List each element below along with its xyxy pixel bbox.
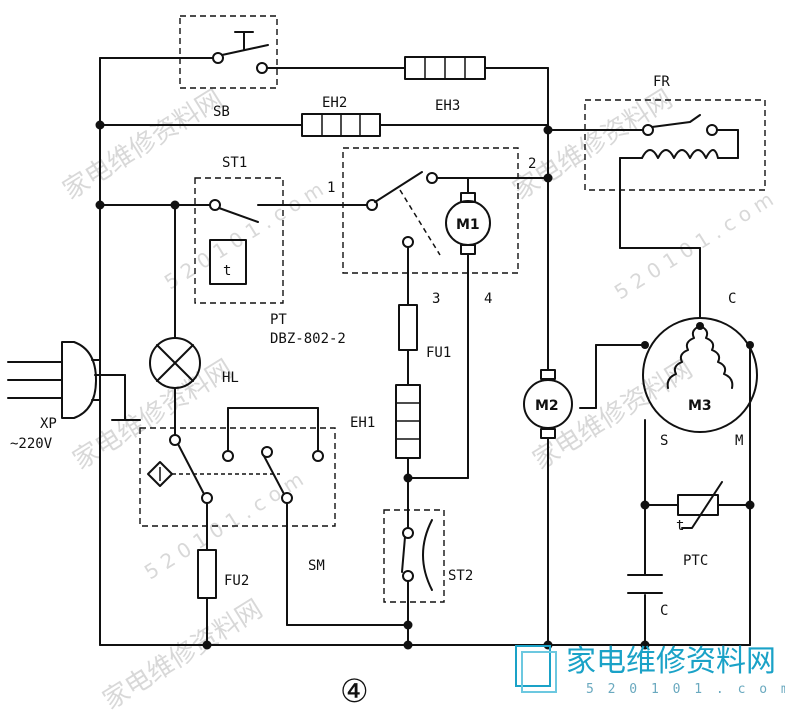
watermark-text-5: 家电维修资料网 bbox=[98, 594, 268, 716]
hl-lamp bbox=[149, 337, 201, 389]
ptc-label: PTC bbox=[683, 553, 708, 569]
pt-label: PT bbox=[270, 312, 287, 328]
timer-enclosure bbox=[342, 147, 519, 274]
st2-thermostat bbox=[401, 519, 433, 591]
logo-text: 家电维修资料网 bbox=[566, 644, 776, 679]
enclosures bbox=[139, 15, 766, 603]
fu1-label: FU1 bbox=[426, 345, 451, 361]
timer-switch bbox=[366, 171, 441, 256]
m1-label: M1 bbox=[456, 217, 480, 233]
fr-label: FR bbox=[653, 74, 670, 90]
st2-label: ST2 bbox=[448, 568, 473, 584]
eh3-label: EH3 bbox=[435, 98, 460, 114]
watermark: 家电维修资料网 家电维修资料网 家电维修资料网 家电维修资料网 家电维修资料网 … bbox=[58, 84, 778, 716]
sm-switch bbox=[147, 434, 324, 504]
m3-label: M3 bbox=[688, 398, 712, 414]
fu2-label: FU2 bbox=[224, 573, 249, 589]
watermark-text-4: 家电维修资料网 bbox=[528, 354, 698, 476]
watermark-text-1: 家电维修资料网 bbox=[58, 84, 228, 206]
sb-switch bbox=[212, 31, 269, 74]
fu1-fuse bbox=[398, 304, 418, 351]
st1-timer-glyph: t bbox=[223, 263, 231, 279]
eh2-label: EH2 bbox=[322, 95, 347, 111]
xp-plug bbox=[7, 341, 97, 419]
sb-enclosure bbox=[179, 15, 278, 89]
hl-label: HL bbox=[222, 370, 239, 386]
c-top-label: C bbox=[728, 291, 736, 307]
capacitor bbox=[627, 574, 663, 594]
m2-label: M2 bbox=[535, 398, 559, 414]
sm-enclosure bbox=[139, 427, 336, 527]
node-1-label: 1 bbox=[327, 180, 335, 196]
logo-url: 5 2 0 1 0 1 . c o m bbox=[586, 682, 785, 697]
node-2-label: 2 bbox=[528, 156, 536, 172]
eh3-heater bbox=[404, 56, 486, 80]
eh2-heater bbox=[301, 113, 381, 137]
c-cap-label: C bbox=[660, 603, 668, 619]
watermark-url-1: 5 2 0 1 0 1 . c o m bbox=[160, 177, 328, 294]
watermark-text-2: 家电维修资料网 bbox=[508, 84, 678, 206]
eh1-label: EH1 bbox=[350, 415, 375, 431]
m3-motor: M3 bbox=[641, 317, 758, 433]
watermark-url-2: 5 2 0 1 0 1 . c o m bbox=[610, 187, 778, 304]
st2-enclosure bbox=[383, 509, 445, 603]
node-3-label: 3 bbox=[432, 291, 440, 307]
sm-label: SM bbox=[308, 558, 325, 574]
st1-enclosure bbox=[194, 177, 284, 304]
m-label: M bbox=[735, 433, 743, 449]
node-4-label: 4 bbox=[484, 291, 492, 307]
fr-enclosure bbox=[584, 99, 766, 191]
watermark-logo: 家电维修资料网 5 2 0 1 0 1 . c o m bbox=[515, 644, 785, 697]
s-label: S bbox=[660, 433, 668, 449]
figure-number: ④ bbox=[340, 672, 369, 710]
xp-label: XP bbox=[40, 416, 57, 432]
labels: SB EH2 EH3 FR ST1 1 2 3 4 PT DBZ-802-2 F… bbox=[10, 74, 743, 710]
ptc-thermistor: t bbox=[676, 481, 723, 534]
sb-label: SB bbox=[213, 104, 230, 120]
ptc-t-glyph: t bbox=[676, 518, 684, 534]
fr-relay bbox=[641, 114, 719, 159]
voltage-label: ~220V bbox=[10, 436, 53, 452]
m2-motor: M2 bbox=[523, 369, 573, 439]
m1-motor: M1 bbox=[445, 192, 491, 255]
model-label: DBZ-802-2 bbox=[270, 331, 346, 347]
fu2-fuse bbox=[197, 549, 217, 599]
eh1-heater bbox=[395, 384, 421, 459]
watermark-text-3: 家电维修资料网 bbox=[68, 354, 238, 476]
st1-thermostat: t bbox=[209, 199, 259, 285]
st1-label: ST1 bbox=[222, 155, 247, 171]
